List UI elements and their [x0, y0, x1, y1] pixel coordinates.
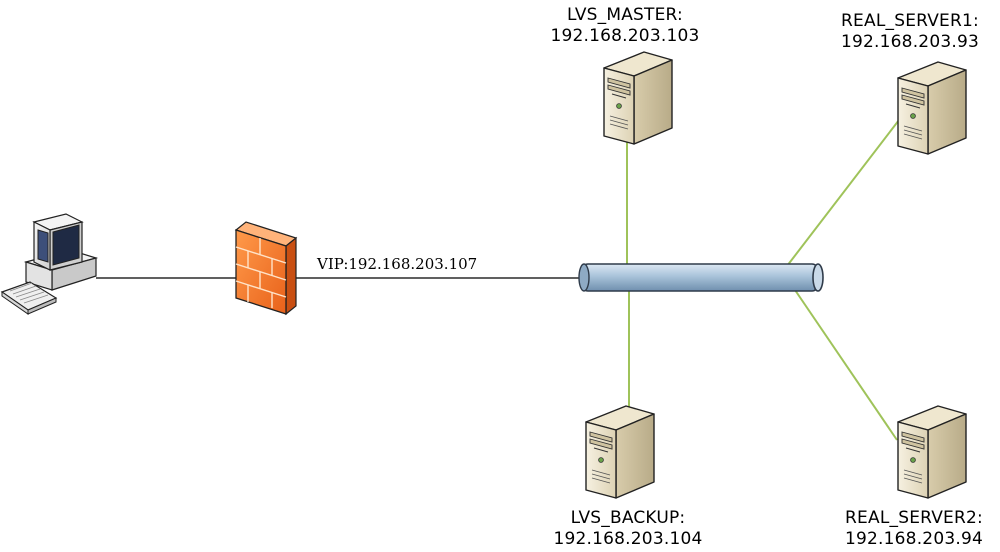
server-icon	[897, 405, 967, 499]
lvs-master-name: LVS_MASTER:	[567, 5, 683, 25]
server-icon	[897, 61, 967, 155]
network-bus-icon	[578, 263, 824, 292]
lvs-master-label: LVS_MASTER: 192.168.203.103	[530, 5, 720, 47]
desktop-computer-icon	[0, 213, 99, 315]
server-icon	[585, 405, 655, 499]
real-server1-ip: 192.168.203.93	[841, 32, 979, 52]
lvs-master-ip: 192.168.203.103	[550, 26, 700, 46]
lvs-backup-ip: 192.168.203.104	[553, 529, 703, 549]
real-server2-ip: 192.168.203.94	[845, 529, 983, 549]
vip-label: VIP:192.168.203.107	[317, 255, 478, 273]
real-server1-label: REAL_SERVER1: 192.168.203.93	[820, 11, 1000, 53]
real-server1-name: REAL_SERVER1:	[841, 11, 979, 31]
lvs-backup-name: LVS_BACKUP:	[570, 508, 686, 528]
lvs-backup-label: LVS_BACKUP: 192.168.203.104	[538, 508, 718, 550]
link-bus-realserver1	[786, 119, 900, 267]
real-server2-name: REAL_SERVER2:	[845, 508, 983, 528]
real-server2-label: REAL_SERVER2: 192.168.203.94	[828, 508, 1000, 550]
link-bus-realserver2	[794, 289, 898, 441]
firewall-icon	[234, 221, 298, 316]
server-icon	[603, 51, 673, 145]
